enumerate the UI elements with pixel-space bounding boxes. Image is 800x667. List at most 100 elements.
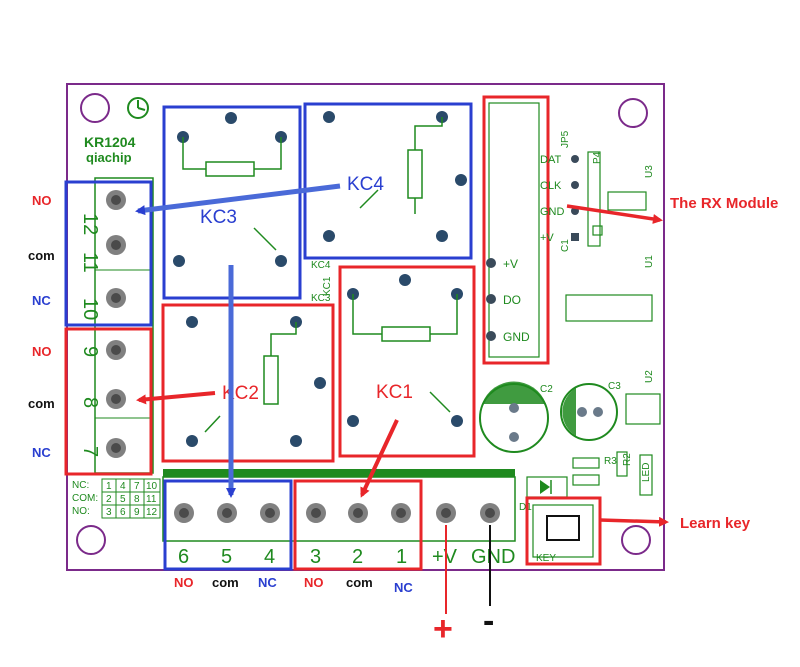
pin-number-11: 11: [79, 252, 101, 273]
pin-table-cell: 2: [106, 494, 112, 505]
board-model: KR1204: [84, 134, 136, 150]
relay-kc4: [303, 102, 473, 260]
pin-table-row-label: COM:: [72, 493, 98, 504]
left-label-no-1: NO: [32, 193, 52, 208]
relay-kc1-label: KC1: [376, 382, 413, 403]
kc1-silk: KC1: [322, 276, 333, 296]
r2-label: R2: [622, 453, 633, 466]
pin-table: NC: COM: NO: 1 4 7 10 2 5 8 11 3 6 9 12: [72, 478, 161, 519]
kc1-arrow: [360, 419, 399, 498]
learn-key-callout: Learn key: [680, 515, 751, 532]
left-label-nc-1: NC: [32, 293, 51, 308]
clock-icon: [127, 97, 149, 119]
left-label-nc-2: NC: [32, 445, 51, 460]
pin-number-8: 8: [79, 397, 101, 408]
bottom-label-com-1: com: [212, 575, 239, 590]
pin-table-cell: 11: [146, 494, 157, 505]
left-label-com-1: com: [28, 248, 55, 263]
rx-module-pad: [592, 225, 603, 236]
relay-kc4-label: KC4: [347, 174, 384, 195]
rx-module-pin-gnd: GND: [540, 206, 565, 218]
rx-header-pad: [486, 294, 496, 304]
rx-module-silk-u: U3: [644, 165, 655, 178]
learn-key-silk: KEY: [536, 553, 556, 564]
power-plus-sign: +: [433, 610, 453, 648]
rx-module-silk-jp: JP5: [560, 130, 571, 148]
led-label: LED: [641, 463, 652, 482]
rx-header-pin-do: DO: [503, 293, 521, 307]
relay-kc1: [338, 265, 476, 458]
rx-module-pin-dat: DAT: [540, 154, 561, 166]
resistor-r2: [616, 451, 628, 477]
pin-number-10: 10: [79, 298, 101, 320]
capacitor-c3: [560, 383, 618, 441]
rx-module-silk-c: C1: [560, 239, 571, 252]
rx-module-chip: [607, 191, 647, 211]
rx-header-pad: [486, 331, 496, 341]
rx-module-pin-clk: CLK: [540, 180, 562, 192]
learn-key-group: [525, 496, 602, 566]
u2-chip: [625, 393, 661, 425]
bottom-label-no-2: NO: [304, 575, 324, 590]
led: [639, 454, 653, 496]
rx-module-header: [587, 151, 601, 247]
pin-number-3: 3: [310, 546, 321, 568]
power-minus-sign: -: [483, 602, 494, 640]
rx-module-arrow: [566, 204, 663, 224]
kc4-silk: KC4: [311, 260, 331, 271]
relay-kc3: [162, 105, 302, 300]
rx-header-silk: [488, 102, 540, 358]
capacitor-c3-label: C3: [608, 381, 621, 392]
pin-table-cell: 4: [120, 481, 126, 492]
rx-module-pin-plus-v: +V: [540, 232, 554, 244]
resistor-r3: [572, 457, 600, 469]
left-label-no-2: NO: [32, 344, 52, 359]
pin-number-6: 6: [178, 546, 189, 568]
relay-kc2: [161, 303, 335, 463]
pin-number-plus-v: +V: [432, 546, 458, 568]
rx-module-callout: The RX Module: [670, 195, 778, 212]
bottom-terminal-block: [162, 476, 516, 542]
bottom-group-blue: [163, 479, 293, 571]
pin-table-cell: 5: [120, 494, 126, 505]
rx-module-pad: [571, 181, 579, 189]
pin-number-1: 1: [396, 546, 407, 568]
pin-number-2: 2: [352, 546, 363, 568]
bottom-terminal-bar: [163, 469, 515, 477]
left-terminal-block: [94, 177, 154, 474]
pin-number-12: 12: [79, 213, 101, 235]
pin-table-cell: 6: [120, 507, 126, 518]
rx-module-chip: [565, 294, 653, 322]
learn-key-button: [532, 504, 594, 558]
board-brand: qiachip: [86, 150, 132, 165]
pin-table-cell: 12: [146, 507, 158, 518]
r3-label: R3: [604, 456, 617, 467]
pin-table-cell: 1: [106, 481, 112, 492]
mount-hole-bottom-right: [621, 525, 651, 555]
resistor-r3-b: [572, 474, 600, 486]
rx-header-pin-plus-v: +V: [503, 257, 518, 271]
u2-label: U2: [644, 370, 655, 383]
pin-table-row-label: NO:: [72, 506, 90, 517]
pin-number-9: 9: [79, 346, 101, 357]
rx-header-pad: [486, 258, 496, 268]
pin-table-cell: 9: [134, 507, 140, 518]
mount-hole-bottom-left: [76, 525, 106, 555]
bottom-label-nc-1: NC: [258, 575, 277, 590]
kc3-silk: KC3: [311, 293, 331, 304]
pin-number-4: 4: [264, 546, 275, 568]
bottom-label-no-1: NO: [174, 575, 194, 590]
pin-table-cell: 7: [134, 481, 140, 492]
left-label-com-2: com: [28, 396, 55, 411]
rx-header-group: [482, 95, 550, 365]
pin-table-row-label: NC:: [72, 480, 89, 491]
capacitor-c2: [479, 381, 549, 453]
pin-table-cell: 10: [146, 481, 158, 492]
relay-kc3-label: KC3: [200, 207, 237, 228]
bottom-group-red: [293, 479, 423, 571]
rx-header-pin-gnd: GND: [503, 330, 530, 344]
pin-table-cell: 3: [106, 507, 112, 518]
rx-module-pad: [571, 233, 579, 241]
pin-number-7: 7: [79, 446, 101, 457]
